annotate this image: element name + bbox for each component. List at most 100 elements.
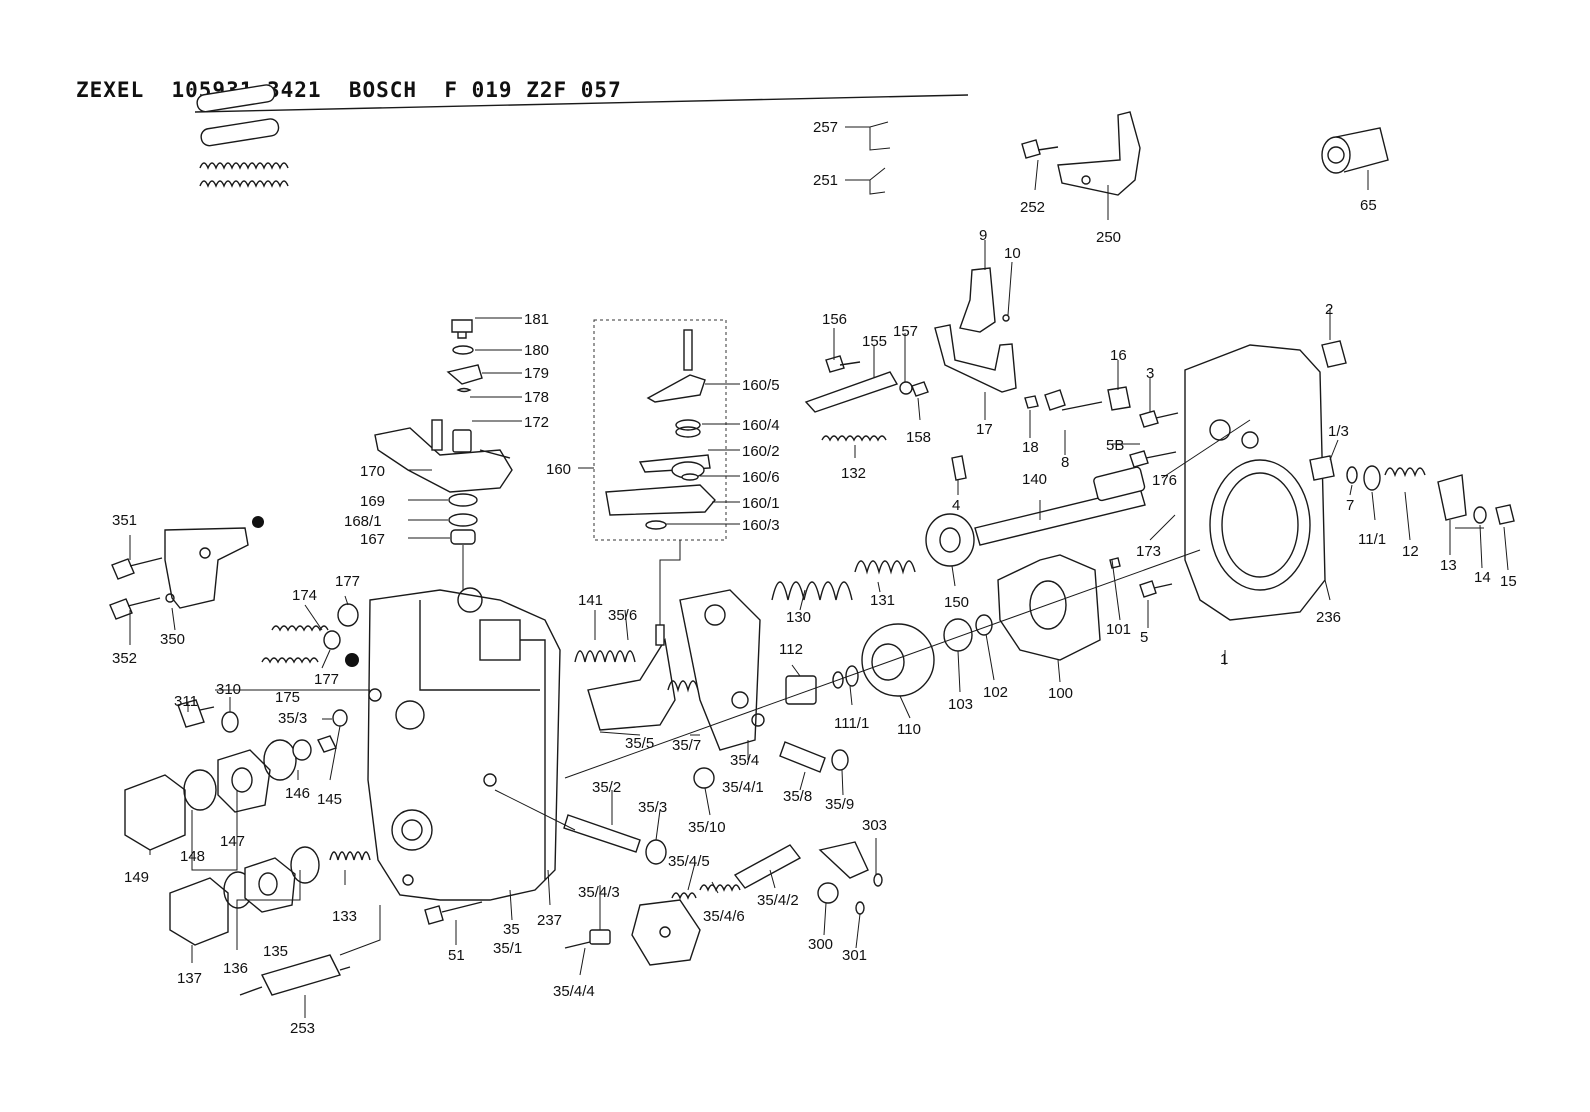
callout-65: 65	[1360, 197, 1377, 214]
callout-35-5: 35/5	[625, 735, 654, 752]
callout-301: 301	[842, 947, 867, 964]
callout-35-2: 35/2	[592, 779, 621, 796]
callout-110: 110	[897, 721, 921, 738]
callout-100: 100	[1048, 685, 1073, 702]
callout-147: 147	[220, 833, 245, 850]
callout-351: 351	[112, 512, 137, 529]
callout-35-10: 35/10	[688, 819, 726, 836]
callout-13: 13	[1440, 557, 1457, 574]
left-fittings	[124, 699, 348, 851]
callout-35-4-2: 35/4/2	[757, 892, 799, 909]
callout-146: 146	[285, 785, 310, 802]
governor-cover-170	[374, 319, 513, 545]
callout-35-3a: 35/3	[278, 710, 307, 727]
assembly-160-box	[593, 319, 727, 541]
callout-180: 180	[524, 342, 549, 359]
callout-252: 252	[1020, 199, 1045, 216]
callout-137: 137	[177, 970, 202, 987]
pins-35	[563, 741, 849, 865]
callout-160-6: 160/6	[742, 469, 780, 486]
bracket-250	[1057, 111, 1141, 196]
callout-167: 167	[360, 531, 385, 548]
springs-251	[199, 162, 289, 188]
callout-102: 102	[983, 684, 1008, 701]
flyweight-assembly-100	[785, 554, 1101, 705]
lever-155-group	[804, 355, 929, 442]
shaft-140	[771, 466, 1146, 601]
pump-body-35	[367, 587, 561, 901]
callout-101: 101	[1106, 621, 1131, 638]
callout-311: 311	[174, 693, 198, 710]
callout-181: 181	[524, 311, 549, 328]
callout-175: 175	[275, 689, 300, 706]
callout-310: 310	[216, 681, 241, 698]
leader-lines	[129, 121, 1509, 1018]
callout-257: 257	[813, 119, 838, 136]
callout-35-1: 35/1	[493, 940, 522, 957]
left-lower-fittings	[169, 846, 483, 996]
bolt-252	[1021, 139, 1059, 159]
callout-176: 176	[1152, 472, 1177, 489]
callout-35-9: 35/9	[825, 796, 854, 813]
callout-157: 157	[893, 323, 918, 340]
callout-18: 18	[1022, 439, 1039, 456]
callout-170: 170	[360, 463, 385, 480]
callout-136: 136	[223, 960, 248, 977]
callout-112: 112	[779, 641, 803, 658]
callout-156: 156	[822, 311, 847, 328]
callout-35: 35	[503, 921, 520, 938]
screws-174-177	[261, 603, 359, 667]
callout-131: 131	[870, 592, 895, 609]
callout-labels: 2572512522506591018118017917817217016916…	[112, 119, 1517, 1037]
nut-65	[1321, 127, 1389, 174]
callout-35-3b: 35/3	[638, 799, 667, 816]
callout-160-1: 160/1	[742, 495, 780, 512]
callout-148: 148	[180, 848, 205, 865]
lever-9-17	[934, 267, 1017, 393]
callout-141: 141	[578, 592, 603, 609]
callout-11-1: 11/1	[1358, 531, 1386, 548]
callout-4: 4	[952, 497, 960, 514]
callout-133: 133	[332, 908, 357, 925]
callout-158: 158	[906, 429, 931, 446]
callout-350: 350	[160, 631, 185, 648]
callout-169: 169	[360, 493, 385, 510]
callout-9: 9	[979, 227, 987, 244]
callout-3: 3	[1146, 365, 1154, 382]
callout-168-1: 168/1	[344, 513, 382, 530]
callout-5B: 5B	[1106, 437, 1124, 454]
callout-35-4-5: 35/4/5	[668, 853, 710, 870]
callout-236: 236	[1316, 609, 1341, 626]
callout-173: 173	[1136, 543, 1161, 560]
callout-35-4-1: 35/4/1	[722, 779, 764, 796]
callout-12: 12	[1402, 543, 1419, 560]
callout-160-4: 160/4	[742, 417, 780, 434]
callout-35-4-4: 35/4/4	[553, 983, 595, 1000]
callout-177b: 177	[314, 671, 339, 688]
callout-35-4-6: 35/4/6	[703, 908, 745, 925]
callout-51: 51	[448, 947, 465, 964]
callout-35-6: 35/6	[608, 607, 637, 624]
callout-35-7: 35/7	[672, 737, 701, 754]
callout-1: 1	[1220, 651, 1228, 668]
callout-2: 2	[1325, 301, 1333, 318]
callout-251: 251	[813, 172, 838, 189]
lever-35-5	[574, 589, 765, 751]
callout-1-3: 1/3	[1328, 423, 1349, 440]
callout-160-5: 160/5	[742, 377, 780, 394]
callout-150: 150	[944, 594, 969, 611]
callout-103: 103	[948, 696, 973, 713]
callout-177a: 177	[335, 573, 360, 590]
part-drawings	[109, 84, 1515, 996]
callout-149: 149	[124, 869, 149, 886]
adjuster-35-4	[564, 841, 883, 966]
callout-145: 145	[317, 791, 342, 808]
callout-35-8: 35/8	[783, 788, 812, 805]
callout-130: 130	[786, 609, 811, 626]
callout-111-1: 111/1	[834, 715, 869, 732]
callout-140: 140	[1022, 471, 1047, 488]
callout-172: 172	[524, 414, 549, 431]
callout-15: 15	[1500, 573, 1517, 590]
callout-135: 135	[263, 943, 288, 960]
